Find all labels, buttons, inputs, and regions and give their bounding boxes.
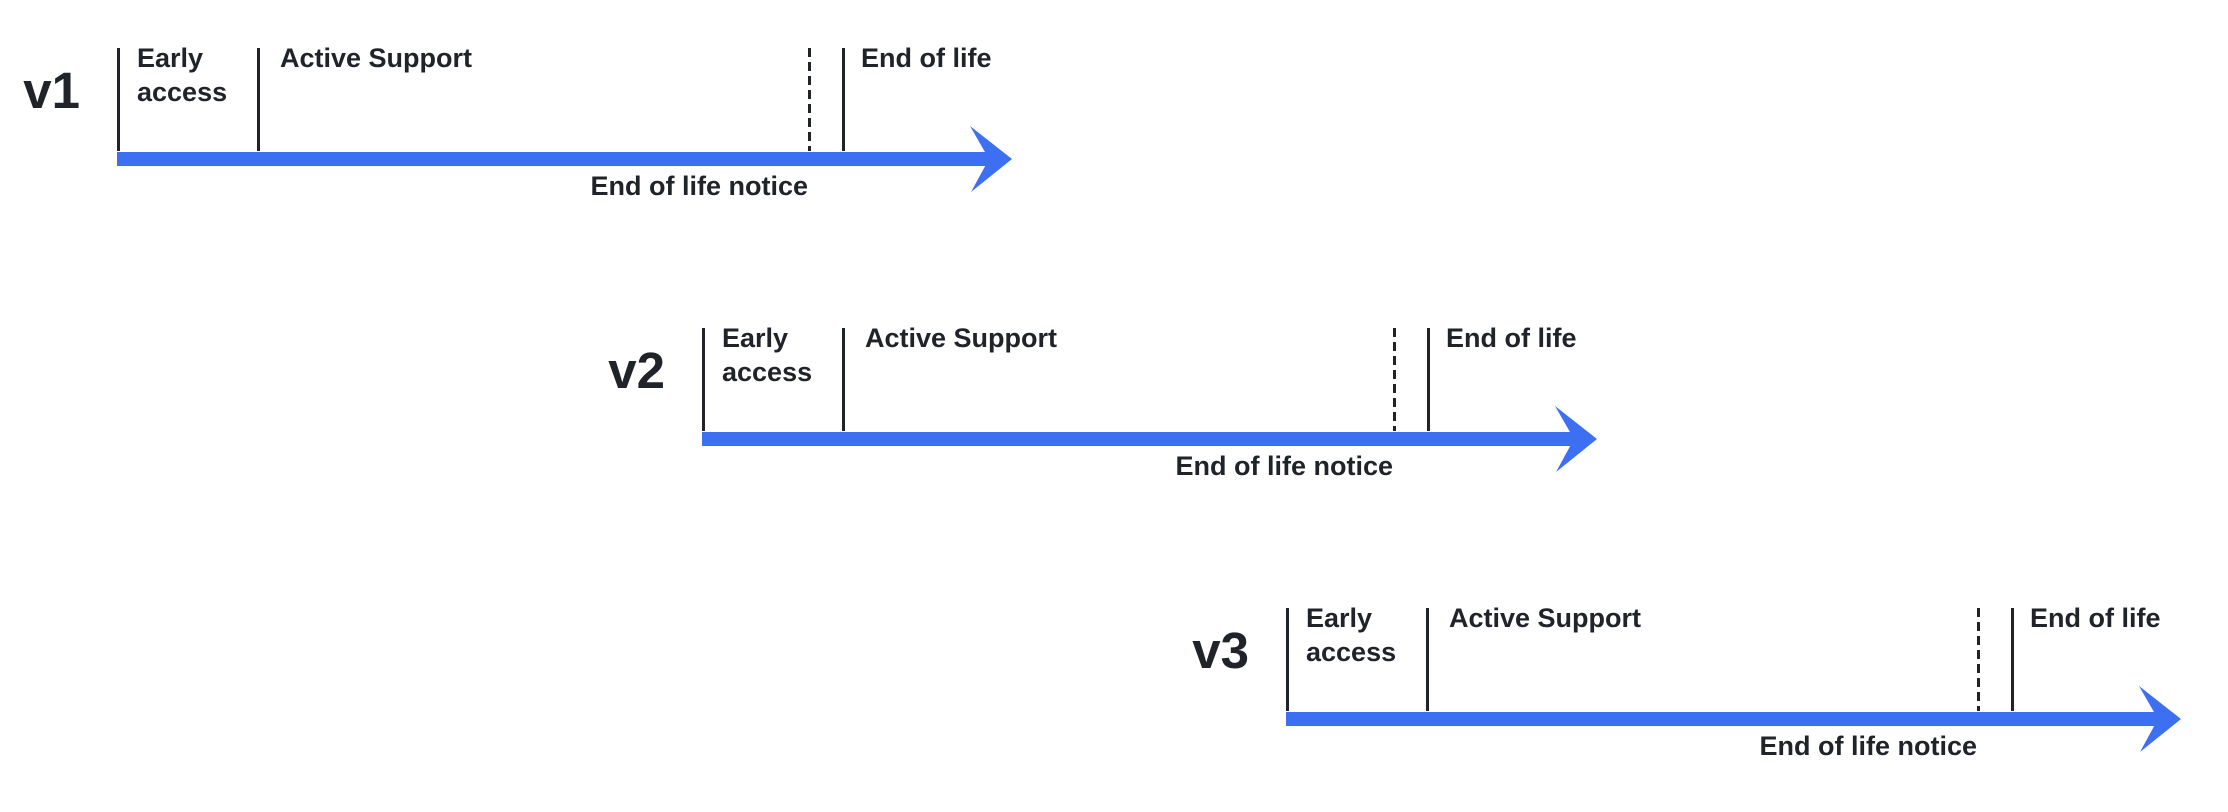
arrow-right-icon xyxy=(1555,406,1597,472)
timeline-arrow-bar xyxy=(1286,712,2159,726)
active-support-start-tick xyxy=(257,48,260,151)
arrow-right-icon xyxy=(970,126,1012,192)
eol-notice-label: End of life notice xyxy=(590,171,808,201)
active-support-label: Active Support xyxy=(1449,603,1642,633)
eol-notice-dashed-line xyxy=(1977,608,1980,711)
active-support-start-tick xyxy=(1426,608,1429,711)
timeline-row-v1: v1 Early access Active Support End of li… xyxy=(23,43,1017,223)
eol-notice-label: End of life notice xyxy=(1175,451,1393,481)
active-support-start-tick xyxy=(842,328,845,431)
version-label: v3 xyxy=(1192,622,1249,679)
early-access-start-tick xyxy=(1286,608,1289,711)
early-access-label: Early access xyxy=(722,323,813,387)
early-access-label: Early access xyxy=(137,43,228,107)
end-of-life-label: End of life xyxy=(2030,603,2161,633)
timeline-arrow-bar xyxy=(702,432,1575,446)
early-access-start-tick xyxy=(702,328,705,431)
version-label: v2 xyxy=(608,342,665,399)
eol-notice-label: End of life notice xyxy=(1759,731,1977,761)
end-of-life-label: End of life xyxy=(1446,323,1577,353)
active-support-label: Active Support xyxy=(865,323,1058,353)
end-of-life-label: End of life xyxy=(861,43,992,73)
timeline-row-v3: v3 Early access Active Support End of li… xyxy=(1192,603,2186,783)
end-of-life-tick xyxy=(1427,328,1430,431)
early-access-start-tick xyxy=(117,48,120,151)
timeline-row-v2: v2 Early access Active Support End of li… xyxy=(608,323,1602,503)
end-of-life-tick xyxy=(2011,608,2014,711)
active-support-label: Active Support xyxy=(280,43,473,73)
eol-notice-dashed-line xyxy=(808,48,811,151)
timeline-arrow-bar xyxy=(117,152,990,166)
early-access-label: Early access xyxy=(1306,603,1397,667)
version-label: v1 xyxy=(23,62,80,119)
end-of-life-tick xyxy=(842,48,845,151)
arrow-right-icon xyxy=(2139,686,2181,752)
eol-notice-dashed-line xyxy=(1393,328,1396,431)
